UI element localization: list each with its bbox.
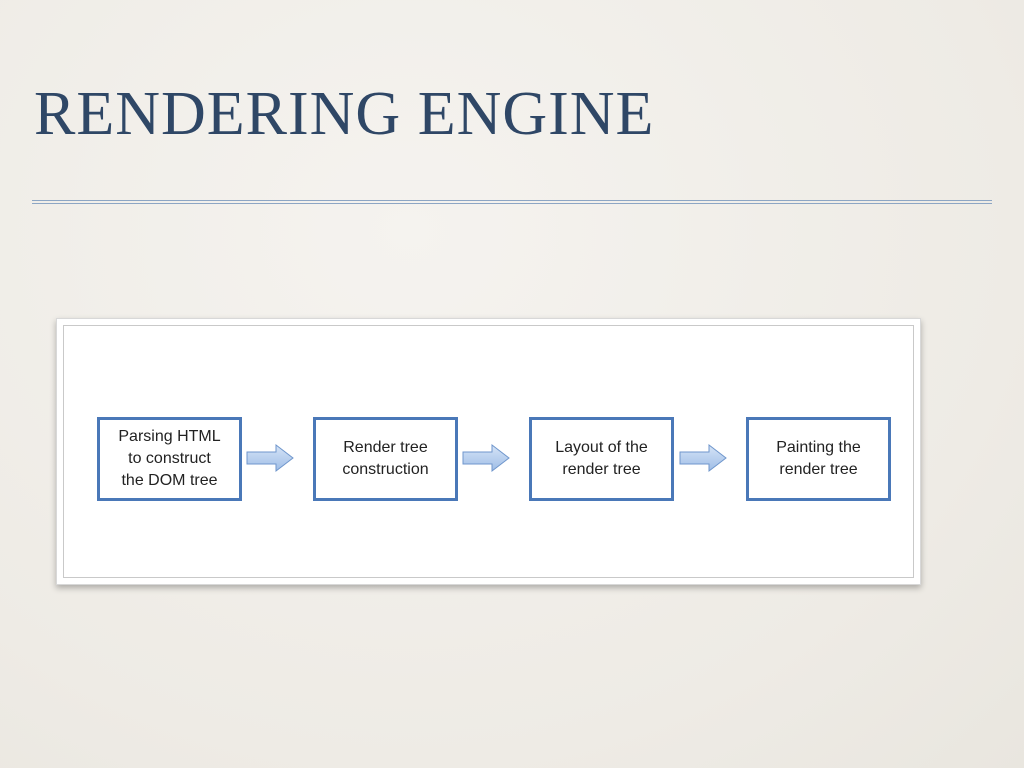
right-arrow-icon xyxy=(462,443,510,473)
step-box-parsing-html: Parsing HTML to construct the DOM tree xyxy=(97,417,242,501)
title-divider xyxy=(32,200,992,204)
right-arrow-icon xyxy=(679,443,727,473)
step-label-render-tree-construction: Render tree construction xyxy=(342,439,429,478)
step-label-painting: Painting the render tree xyxy=(776,439,861,478)
diagram-figure: Parsing HTML to construct the DOM tree R… xyxy=(56,318,921,585)
diagram-inner-border xyxy=(63,325,914,578)
slide-title: RENDERING ENGINE xyxy=(34,80,655,148)
step-box-layout: Layout of the render tree xyxy=(529,417,674,501)
step-label-layout: Layout of the render tree xyxy=(555,439,648,478)
step-box-painting: Painting the render tree xyxy=(746,417,891,501)
step-box-render-tree-construction: Render tree construction xyxy=(313,417,458,501)
right-arrow-icon xyxy=(246,443,294,473)
step-label-parsing-html: Parsing HTML to construct the DOM tree xyxy=(118,428,221,489)
